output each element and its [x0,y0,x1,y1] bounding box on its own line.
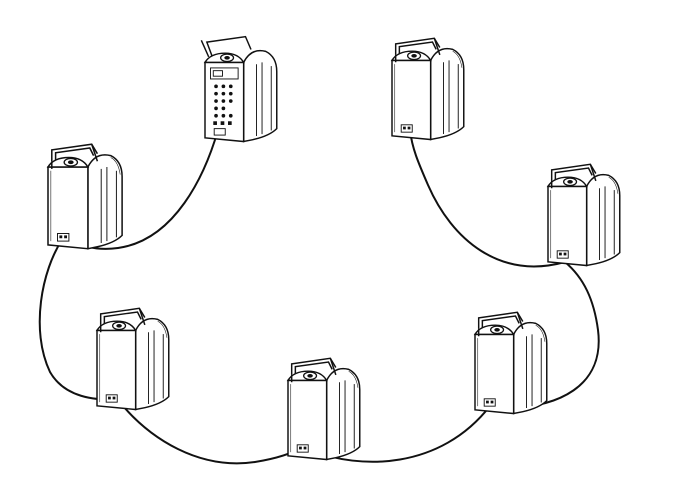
cable-link-6 [409,129,566,268]
speaker-cabinet-icon [474,311,548,415]
speaker-cabinet-icon [391,37,465,141]
cable-link-3 [117,399,306,465]
speaker-cabinet-icon [96,307,170,411]
cable-link-2 [38,239,119,401]
speaker-cabinet-icon [547,163,621,267]
speaker-cabinet-icon [47,143,123,250]
amplified-speaker-icon [200,35,278,143]
speaker-cabinet-icon [287,357,361,461]
speaker-units [47,35,621,461]
